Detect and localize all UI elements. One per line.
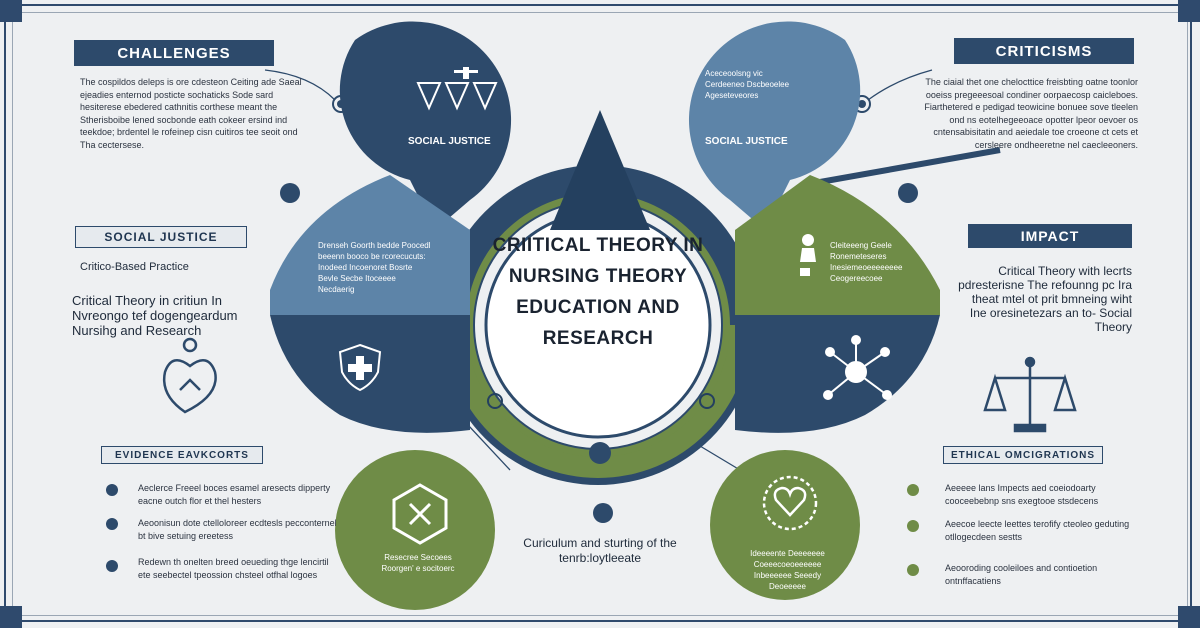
node	[280, 183, 300, 203]
bubble-top-left-label: SOCIAL JUSTICE	[408, 136, 491, 147]
bullet-dot	[907, 484, 919, 576]
label-social-justice: SOCIAL JUSTICE	[75, 226, 247, 248]
node	[487, 393, 503, 409]
node	[593, 503, 613, 523]
bubble-bottom-right	[710, 450, 860, 600]
figure-icon	[800, 234, 816, 276]
scales-icon	[983, 356, 1077, 433]
petal-right-text: Cleiteeeng Geele Ronemeteseres Inesiemeo…	[830, 241, 903, 283]
top-pointer	[550, 110, 650, 230]
bubble-top-right-label: SOCIAL JUSTICE	[705, 136, 788, 147]
network-icon	[823, 335, 892, 400]
bullet-dot	[106, 484, 118, 572]
label-challenges: CHALLENGES	[74, 40, 274, 66]
petal-left-upper	[270, 175, 470, 315]
corner-ornament	[0, 0, 22, 22]
petal-left-lower	[270, 315, 470, 433]
inner-frame	[12, 12, 1188, 616]
label-ethical: ETHICAL OMCIGRATIONS	[943, 446, 1103, 464]
heart-hands-icon	[162, 337, 217, 414]
ethical-item: Aeooroding cooleiloes and contioetion on…	[945, 563, 1098, 586]
bubble-bottom-left-text: Resecree Secoees Roorgen' e socitoerc	[381, 553, 455, 573]
shield-cross-icon	[338, 343, 382, 392]
social-justice-text: Critical Theory in critiun In Nvreongo t…	[72, 293, 238, 338]
challenges-text: The cospildos deleps is ore cdesteon Cei…	[80, 77, 302, 150]
label-evidence: EVIDENCE EAVKCORTS	[101, 446, 263, 464]
evidence-item: Aeoonisun dote ctelloloreer ecdtesls pec…	[138, 518, 337, 541]
bubble-bottom-right-text: Ideeeente Deeeeeee Coeeecoeoeeeeee Inbee…	[750, 549, 825, 591]
curriculum-text: Curiculum and sturting of the tenrb:loyt…	[523, 536, 677, 565]
ethical-item: Aeeeee lans Impects aed coeiodoarty cooc…	[945, 483, 1099, 506]
pointer-bar	[819, 147, 1001, 185]
petal-left-text: Drenseh Goorth bedde Poocedl beeenn booc…	[318, 241, 431, 294]
node	[589, 442, 611, 464]
node	[898, 183, 918, 203]
evidence-item: Redewn th onelten breed oeueding thge le…	[138, 557, 329, 580]
criticisms-text: The ciaial thet one chelocttice freisbti…	[924, 77, 1138, 150]
outer-frame	[4, 4, 1192, 622]
bubble-top-right	[688, 21, 861, 230]
corner-ornament	[1178, 606, 1200, 628]
hexagon-x-icon	[392, 483, 448, 545]
node	[699, 393, 715, 409]
label-criticisms: CRITICISMS	[954, 38, 1134, 64]
center-title: CRIITICAL THEORY IN NURSING THEORY EDUCA…	[492, 235, 704, 349]
corner-ornament	[0, 606, 22, 628]
evidence-item: Aeclerce Freeel boces esamel aresects di…	[138, 483, 331, 506]
impact-text: Critical Theory with lecrts pdresterisne…	[958, 264, 1132, 334]
ethical-item: Aeecoe leecte leettes terofify cteoleo g…	[945, 519, 1130, 542]
heart-seal-icon	[762, 475, 818, 531]
connector-line	[867, 69, 933, 101]
bubble-top-right-text: Aceceoolsng vic Cerdeeneo Dscbeoelee Age…	[705, 69, 790, 100]
connector-line	[264, 69, 336, 101]
social-justice-subtitle: Critico-Based Practice	[80, 261, 189, 273]
petal-right-upper	[735, 175, 940, 315]
petal-right-lower	[735, 315, 940, 433]
label-impact: IMPACT	[968, 224, 1132, 248]
corner-ornament	[1178, 0, 1200, 22]
bubble-bottom-left	[335, 450, 495, 610]
figure-icon	[416, 67, 498, 111]
